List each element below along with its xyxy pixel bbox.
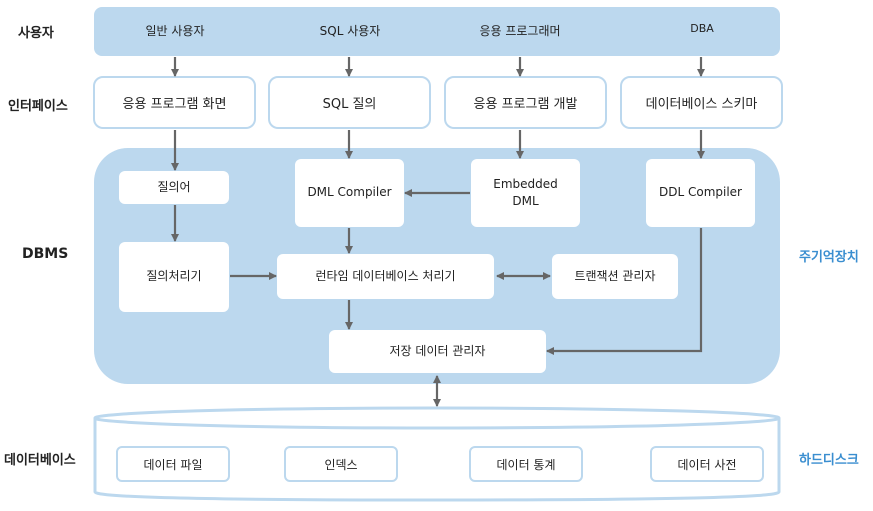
ddl-compiler-box: DDL Compiler [646, 159, 755, 227]
interface-sql-query: SQL 질의 [268, 76, 431, 129]
user-general: 일반 사용자 [145, 24, 205, 38]
storage-data-file: 데이터 파일 [116, 446, 230, 482]
label-main-memory: 주기억장치 [799, 250, 859, 265]
row-label-dbms: DBMS [22, 246, 69, 262]
storage-manager-box: 저장 데이터 관리자 [329, 330, 546, 373]
runtime-processor-box: 런타임 데이터베이스 처리기 [277, 254, 494, 299]
query-processor-box: 질의처리기 [119, 242, 229, 312]
storage-dictionary: 데이터 사전 [650, 446, 764, 482]
row-label-interface: 인터페이스 [8, 99, 68, 114]
transaction-manager-box: 트랜잭션 관리자 [552, 254, 678, 299]
row-label-database: 데이터베이스 [4, 453, 76, 468]
interface-db-schema: 데이터베이스 스키마 [620, 76, 783, 129]
row-label-users: 사용자 [18, 26, 54, 41]
users-band [94, 7, 780, 56]
storage-statistics: 데이터 통계 [469, 446, 583, 482]
embedded-dml-box: Embedded DML [471, 159, 580, 227]
dml-compiler-box: DML Compiler [295, 159, 404, 227]
label-hard-disk: 하드디스크 [799, 453, 859, 468]
user-dba: DBA [690, 22, 714, 35]
arrow-ddl-storage [546, 228, 703, 355]
interface-app-dev: 응용 프로그램 개발 [444, 76, 607, 129]
user-sql: SQL 사용자 [319, 24, 381, 38]
user-programmer: 응용 프로그래머 [479, 24, 561, 38]
storage-index: 인덱스 [284, 446, 398, 482]
query-language-box: 질의어 [119, 171, 229, 204]
interface-app-screen: 응용 프로그램 화면 [93, 76, 256, 129]
